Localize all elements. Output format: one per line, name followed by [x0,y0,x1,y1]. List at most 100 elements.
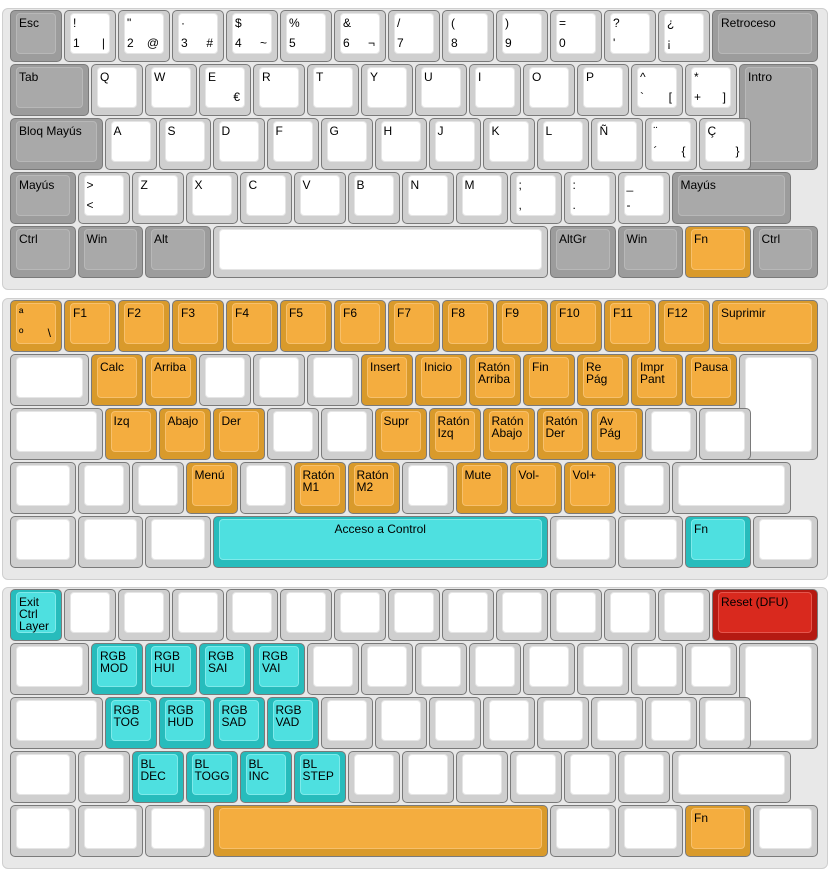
keycap-top [650,121,691,162]
key-label: Win [626,232,648,246]
keycap-top [16,646,83,687]
key-label: Vol- [518,468,540,482]
key-fn-r1-k6: F5 [280,300,332,352]
keycap-top [16,121,97,162]
key-base-r3-k2: A [104,118,157,170]
key-control-r3-k12 [644,697,697,749]
key-control-r2-k7 [361,643,413,695]
keycap-top [691,67,731,108]
key-label: ^ [640,70,646,84]
key-sub-label: + [694,90,702,104]
key-label: RGB TOG [113,703,140,729]
key-label: F1 [73,306,88,320]
key-fn-r3-k4: Der [212,408,265,460]
keycap-top [677,465,785,506]
key-fn-r2-k3: Arriba [145,354,197,406]
key-label: Fin [532,360,549,374]
keycap-top [502,303,542,344]
key-base-r4-k1: Mayús [10,172,76,224]
key-base-r3-k12: ¨´{ [644,118,697,170]
key-label: Abajo [167,414,199,428]
keycap-top [421,357,461,398]
key-base-r3-k3: S [158,118,211,170]
keycap-top [529,646,569,687]
key-fn-r5-k8 [752,516,818,568]
key-label: ¨ [653,124,658,138]
key-label: Izq [113,414,130,428]
keycap-top [299,175,340,216]
key-base-r4-k12: _- [617,172,670,224]
keycap-top [448,303,488,344]
key-label: Insert [370,360,401,374]
key-label: BL INC [248,757,270,783]
key-fn-r3-k11: Av Pág [590,408,643,460]
keycap-top [623,519,677,560]
keycap-top [718,303,812,344]
key-label: ) [505,16,509,30]
key-fn-r3-k5 [266,408,319,460]
key-base-r3-k8: J [428,118,481,170]
key-label: RGB MOD [100,649,128,675]
key-control-r5-k5 [550,805,616,857]
keycap-top [758,229,812,270]
key-sub-label: ¡ [667,36,671,50]
key-fn-r1-k3: F2 [118,300,170,352]
key-sub-label: 4 [235,36,242,50]
key-fn-r2-k11: Re Pág [577,354,629,406]
key-base-r4-k8: N [401,172,454,224]
key-base-r3-k10: L [536,118,589,170]
key-fn-r2-k9: Ratón Arriba [469,354,521,406]
keycap-top [529,357,569,398]
keycap-top [542,121,583,162]
key-base-r2-k12: ^`[ [631,64,683,116]
key-fn-r5-k4: Acceso a Control [212,516,548,568]
key-altgr-label: \ [47,326,51,340]
key-label: F [275,124,283,138]
keycap-top [151,67,191,108]
keycap-top [650,411,691,452]
key-control-r1-k8 [388,589,440,641]
keycap-top [299,465,340,506]
key-fn-r4-k5 [239,462,292,514]
keycap-top [259,67,299,108]
key-base-r1-k11: =0 [550,10,602,62]
key-control-r1-k12 [604,589,656,641]
key-base-r2-k11: P [577,64,629,116]
key-label: F4 [235,306,250,320]
keycap-top [421,67,461,108]
key-label: ( [451,16,455,30]
key-control-r1-k4 [172,589,224,641]
key-base-r3-k7: H [374,118,427,170]
keycap-top [340,303,380,344]
key-fn-r4-k12 [617,462,670,514]
key-label: AltGr [559,232,587,246]
key-label: · [181,16,185,30]
key-base-r2-k7: Y [361,64,413,116]
key-fn-r3-k7: Supr [374,408,427,460]
key-control-r4-k8 [401,751,454,803]
key-control-r2-k12 [631,643,683,695]
keycap-top [110,411,151,452]
keycap-top [205,357,245,398]
key-label: RGB HUD [167,703,194,729]
keycap-top [434,411,475,452]
keycap-top [704,411,745,452]
keycap-top [637,357,677,398]
key-base-r1-k6: %5 [280,10,332,62]
keycap-top [16,229,70,270]
keycap-top [245,465,286,506]
keycap-top [178,13,218,54]
key-fn-r5-k3 [145,516,211,568]
key-base-r2-k9: I [469,64,521,116]
key-control-r2-k9 [469,643,521,695]
key-base-r2-k4: E€ [199,64,251,116]
key-label: RGB VAI [262,649,289,675]
keycap-top [556,13,596,54]
keycap-top [205,646,245,687]
keycap-top [16,357,83,398]
key-base-r5-k3: Alt [145,226,211,278]
key-control-r4-k11 [563,751,616,803]
keycap-top [380,411,421,452]
keycap-top [758,519,812,560]
